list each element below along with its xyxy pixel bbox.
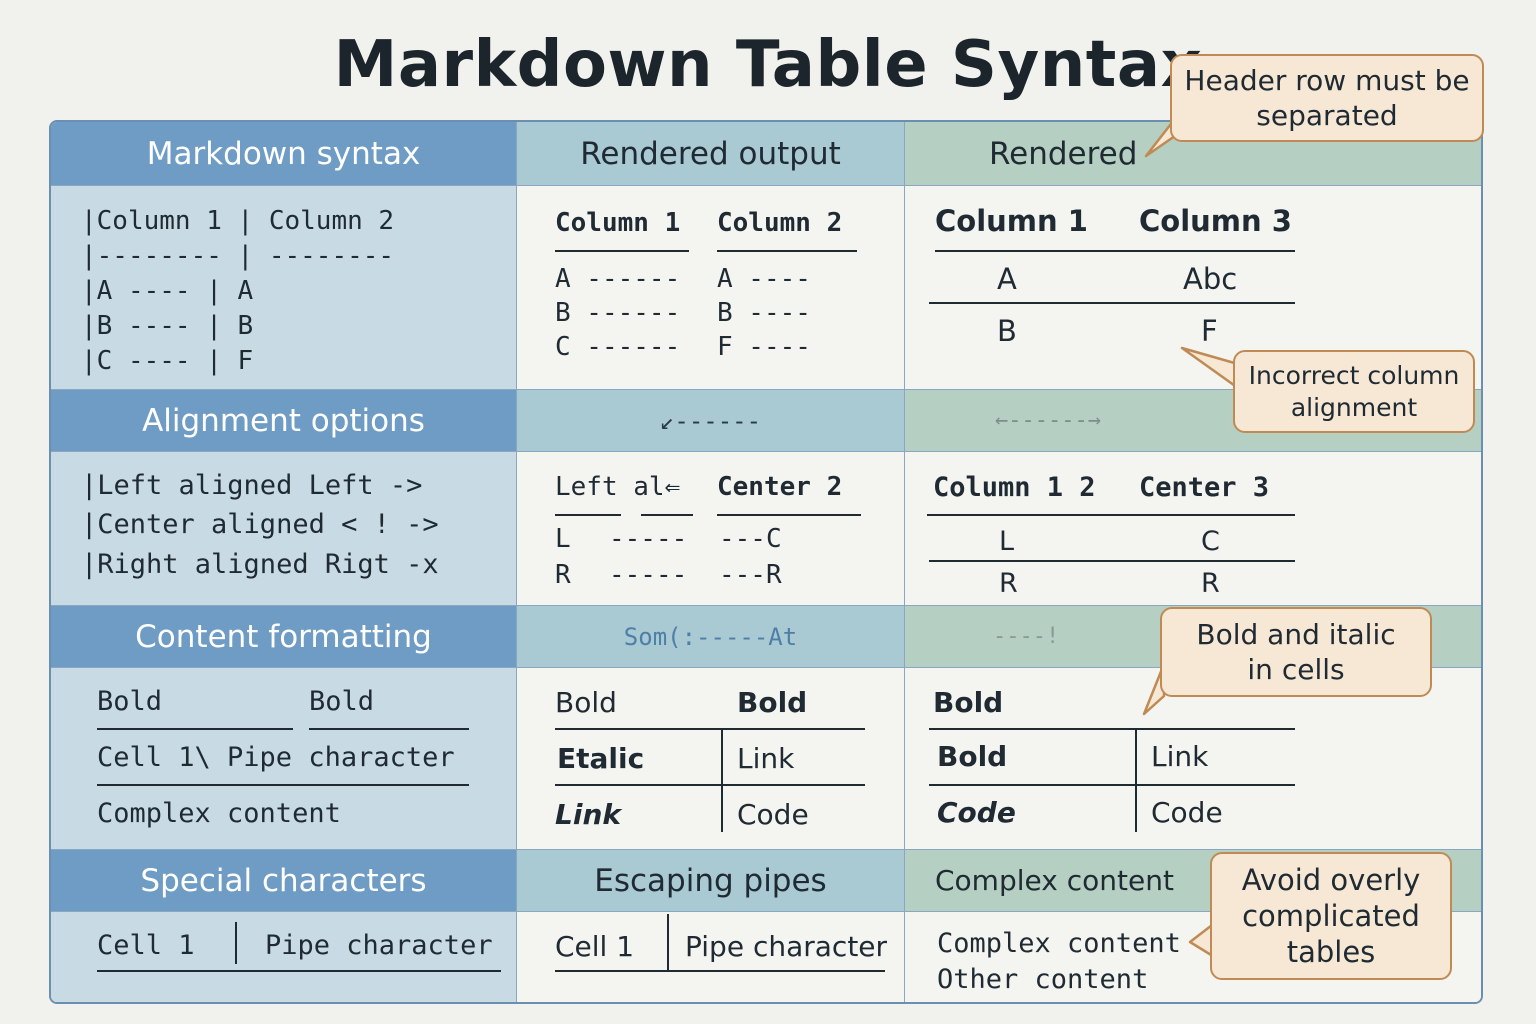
table-cell: Cell 1 (97, 930, 195, 961)
table-cell: Pipe character (685, 930, 888, 963)
table-cell: A ---- (717, 264, 811, 294)
table-cell: Code (737, 798, 809, 831)
formatting-mid-band: Som(:-----At (517, 606, 905, 668)
table-cell: A ------ (555, 264, 681, 294)
table-cell: R (555, 560, 571, 590)
header-rendered-output: Rendered output (517, 122, 905, 186)
column-header: Column 1 (555, 208, 681, 238)
column-header: Column 1 (935, 204, 1088, 238)
table-cell: Bold (737, 686, 808, 719)
callout-incorrect-alignment: Incorrect column alignment (1233, 350, 1475, 433)
table-cell: Bold (933, 686, 1004, 719)
table-cell: ---C (719, 524, 782, 554)
table-cell: L (555, 524, 571, 554)
table-cell: Complex content (97, 798, 341, 829)
header-special-characters: Special characters (51, 850, 517, 912)
rendered-alignment-cell: Column 1 2 Center 3 L C R R (905, 452, 1481, 606)
column-header: Center 3 (1139, 472, 1270, 503)
table-cell: B ---- (717, 298, 811, 328)
table-cell: Cell 1 (555, 930, 635, 963)
table-cell: R (999, 568, 1018, 599)
table-cell: ---R (719, 560, 782, 590)
table-cell: C ------ (555, 332, 681, 362)
table-cell: F (1201, 314, 1218, 348)
syntax-line: |Right aligned Rigt -x (81, 549, 439, 580)
escaping-pipes-cell: Cell 1 Pipe character (517, 912, 905, 1002)
table-cell: ----- (609, 524, 688, 554)
syntax-line: |Left aligned Left -> (81, 470, 423, 501)
table-cell: Bold (309, 686, 375, 717)
header-alignment-options: Alignment options (51, 390, 517, 452)
syntax-line: |C ---- | F (81, 346, 254, 376)
table-cell: F ---- (717, 332, 811, 362)
table-cell: Abc (1183, 262, 1238, 296)
table-cell: Pipe character (265, 930, 493, 961)
rendered-formatting-cell: Bold Bold Link Code Code (905, 668, 1481, 850)
syntax-line: |A ---- | A (81, 276, 254, 306)
table-cell: Cell 1\ Pipe character (97, 742, 455, 773)
table-cell: Bold (937, 740, 1008, 773)
table-cell: A (997, 262, 1017, 296)
header-content-formatting: Content formatting (51, 606, 517, 668)
syntax-line: |-------- | -------- (81, 241, 395, 271)
header-markdown-syntax: Markdown syntax (51, 122, 517, 186)
column-header: Column 1 2 (933, 472, 1096, 503)
syntax-alignment-cell: |Left aligned Left -> |Center aligned < … (51, 452, 517, 606)
table-cell: B ------ (555, 298, 681, 328)
syntax-basic-cell: |Column 1 | Column 2 |-------- | -------… (51, 186, 517, 390)
table-cell: ----- (609, 560, 688, 590)
formatting-band-text: ----! (993, 624, 1060, 649)
table-cell: Code (1151, 796, 1223, 829)
callout-header-row: Header row must be separated (1170, 54, 1484, 142)
rendered-output-basic-cell: Column 1 Column 2 A ------ B ------ C --… (517, 186, 905, 390)
table-cell: Link (737, 742, 795, 775)
syntax-special-cell: Cell 1 Pipe character (51, 912, 517, 1002)
alignment-mid-band: ↙------ (517, 390, 905, 452)
complex-content-label: Complex content (935, 864, 1174, 897)
table-cell: B (997, 314, 1017, 348)
table-cell: Code (937, 796, 1016, 829)
header-rendered-label: Rendered (989, 135, 1138, 172)
rendered-output-alignment-cell: Left al⇐ Center 2 L ----- ---C R ----- -… (517, 452, 905, 606)
table-cell: Bold (555, 686, 617, 719)
table-cell: L (999, 526, 1015, 557)
table-cell: C (1201, 526, 1220, 557)
callout-bold-italic: Bold and italic in cells (1160, 607, 1432, 697)
table-cell: Link (555, 798, 621, 831)
column-header: Left al⇐ (555, 472, 681, 502)
table-cell: Other content (937, 964, 1149, 995)
syntax-table: Markdown syntax Rendered output Rendered… (49, 120, 1483, 1004)
page-title: Markdown Table Syntax (333, 28, 1203, 102)
column-header: Center 2 (717, 472, 843, 502)
syntax-formatting-cell: Bold Bold Cell 1\ Pipe character Complex… (51, 668, 517, 850)
alignment-arrow: ←------→ (995, 408, 1101, 433)
callout-avoid-complicated: Avoid overly complicated tables (1210, 852, 1452, 980)
table-cell: R (1201, 568, 1220, 599)
table-cell: Complex content (937, 928, 1181, 959)
syntax-line: |B ---- | B (81, 311, 254, 341)
syntax-line: |Column 1 | Column 2 (81, 206, 395, 236)
rendered-output-formatting-cell: Bold Bold Etalic Link Link Code (517, 668, 905, 850)
table-cell: Etalic (557, 742, 645, 775)
table-cell: Link (1151, 740, 1209, 773)
syntax-line: |Center aligned < ! -> (81, 509, 439, 540)
column-header: Column 2 (717, 208, 843, 238)
column-header: Column 3 (1139, 204, 1292, 238)
header-escaping-pipes: Escaping pipes (517, 850, 905, 912)
table-cell: Bold (97, 686, 163, 717)
